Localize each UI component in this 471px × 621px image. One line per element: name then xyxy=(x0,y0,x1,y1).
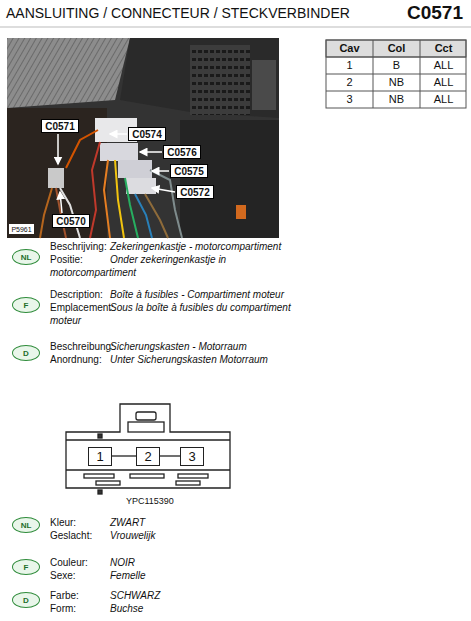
part-number: YPC115390 xyxy=(126,496,174,506)
connector-outline xyxy=(66,404,230,494)
pin-table-grid xyxy=(326,40,466,108)
field-key: Positie: xyxy=(50,253,110,266)
node-text: C0574 xyxy=(132,129,161,140)
table-cell: 1 xyxy=(326,57,373,74)
field-key: Description: xyxy=(50,288,110,301)
field-value: Unter Sicherungskasten Motorraum xyxy=(110,354,268,365)
node-text: C0576 xyxy=(167,147,196,158)
field-key: Geslacht: xyxy=(50,529,110,542)
connector-code: C0571 xyxy=(407,2,463,24)
leader-arrows xyxy=(58,134,175,213)
pin-box: 1 xyxy=(88,447,112,466)
node-text: F xyxy=(24,301,29,310)
pin-box: 2 xyxy=(136,447,160,466)
node-text: C0571 xyxy=(45,121,74,132)
page-title: AANSLUITING / CONNECTEUR / STECKVERBINDE… xyxy=(6,5,350,21)
field-key: Beschreibung: xyxy=(50,340,110,353)
field-row: Geslacht:Vrouwelijk xyxy=(50,529,295,542)
callout-label: C0572 xyxy=(176,185,214,199)
field-value: Femelle xyxy=(110,570,146,581)
callout-label: C0575 xyxy=(170,164,208,178)
node-text: 1 xyxy=(96,449,103,464)
field-row: Form:Buchse xyxy=(50,602,295,615)
photo-id: P5961 xyxy=(9,224,34,234)
language-flag: D xyxy=(12,345,40,361)
field-row: Sexe:Femelle xyxy=(50,569,295,582)
field-row: Couleur:NOIR xyxy=(50,556,295,569)
field-value: Boîte à fusibles - Compartiment moteur xyxy=(110,289,284,300)
table-cell: 3 xyxy=(326,91,373,108)
field-key: Emplacement: xyxy=(50,301,110,314)
field-key: Couleur: xyxy=(50,556,110,569)
field-value: ZWART xyxy=(110,517,145,528)
language-flag: NL xyxy=(12,249,40,265)
field-row: Description:Boîte à fusibles - Compartim… xyxy=(50,288,295,301)
language-flag: D xyxy=(12,592,40,608)
table-cell: ALL xyxy=(420,74,467,91)
field-row: Farbe:SCHWARZ xyxy=(50,589,295,602)
field-value: Sicherungskasten - Motorraum xyxy=(110,341,247,352)
table-cell: NB xyxy=(373,74,420,91)
table-header: Cct xyxy=(420,40,467,57)
table-cell: ALL xyxy=(420,91,467,108)
header-rule xyxy=(0,27,471,28)
callout-label: C0574 xyxy=(128,127,166,141)
node-text: D xyxy=(23,596,29,605)
table-cell: B xyxy=(373,57,420,74)
table-cell: 2 xyxy=(326,74,373,91)
field-key: Form: xyxy=(50,602,110,615)
node-text: NL xyxy=(21,253,32,262)
pin-box: 3 xyxy=(180,447,204,466)
field-value: NOIR xyxy=(110,557,135,568)
field-row: Anordnung:Unter Sicherungskasten Motorra… xyxy=(50,353,295,366)
node-text: C0570 xyxy=(56,216,85,227)
callout-label: C0571 xyxy=(41,119,79,133)
photo xyxy=(7,38,279,238)
field-row: Beschreibung:Sicherungskasten - Motorrau… xyxy=(50,340,295,353)
node-text: C0572 xyxy=(180,187,209,198)
field-value: Vrouwelijk xyxy=(110,530,155,541)
table-cell: NB xyxy=(373,91,420,108)
language-flag: F xyxy=(12,297,40,313)
node-text: P5961 xyxy=(11,226,31,233)
node-text: 3 xyxy=(188,449,195,464)
field-key: Sexe: xyxy=(50,569,110,582)
field-value: SCHWARZ xyxy=(110,590,160,601)
node-text: 2 xyxy=(144,449,151,464)
field-row: Positie:Onder zekeringenkastje in motorc… xyxy=(50,253,295,279)
field-key: Kleur: xyxy=(50,516,110,529)
callout-label: C0570 xyxy=(52,214,90,228)
language-flag: NL xyxy=(12,517,40,533)
field-row: Kleur:ZWART xyxy=(50,516,295,529)
node-text: F xyxy=(24,563,29,572)
language-flag: F xyxy=(12,559,40,575)
field-row: Beschrijving:Zekeringenkastje - motorcom… xyxy=(50,240,295,253)
table-header: Col xyxy=(373,40,420,57)
node-text: NL xyxy=(21,521,32,530)
table-header: Cav xyxy=(326,40,373,57)
field-key: Anordnung: xyxy=(50,353,110,366)
field-value: Zekeringenkastje - motorcompartiment xyxy=(110,241,281,252)
node-text: D xyxy=(23,349,29,358)
field-row: Emplacement:Sous la boîte à fusibles du … xyxy=(50,301,295,327)
field-key: Beschrijving: xyxy=(50,240,110,253)
node-text: C0575 xyxy=(174,166,203,177)
callout-label: C0576 xyxy=(163,145,201,159)
field-key: Farbe: xyxy=(50,589,110,602)
table-cell: ALL xyxy=(420,57,467,74)
field-value: Buchse xyxy=(110,603,143,614)
